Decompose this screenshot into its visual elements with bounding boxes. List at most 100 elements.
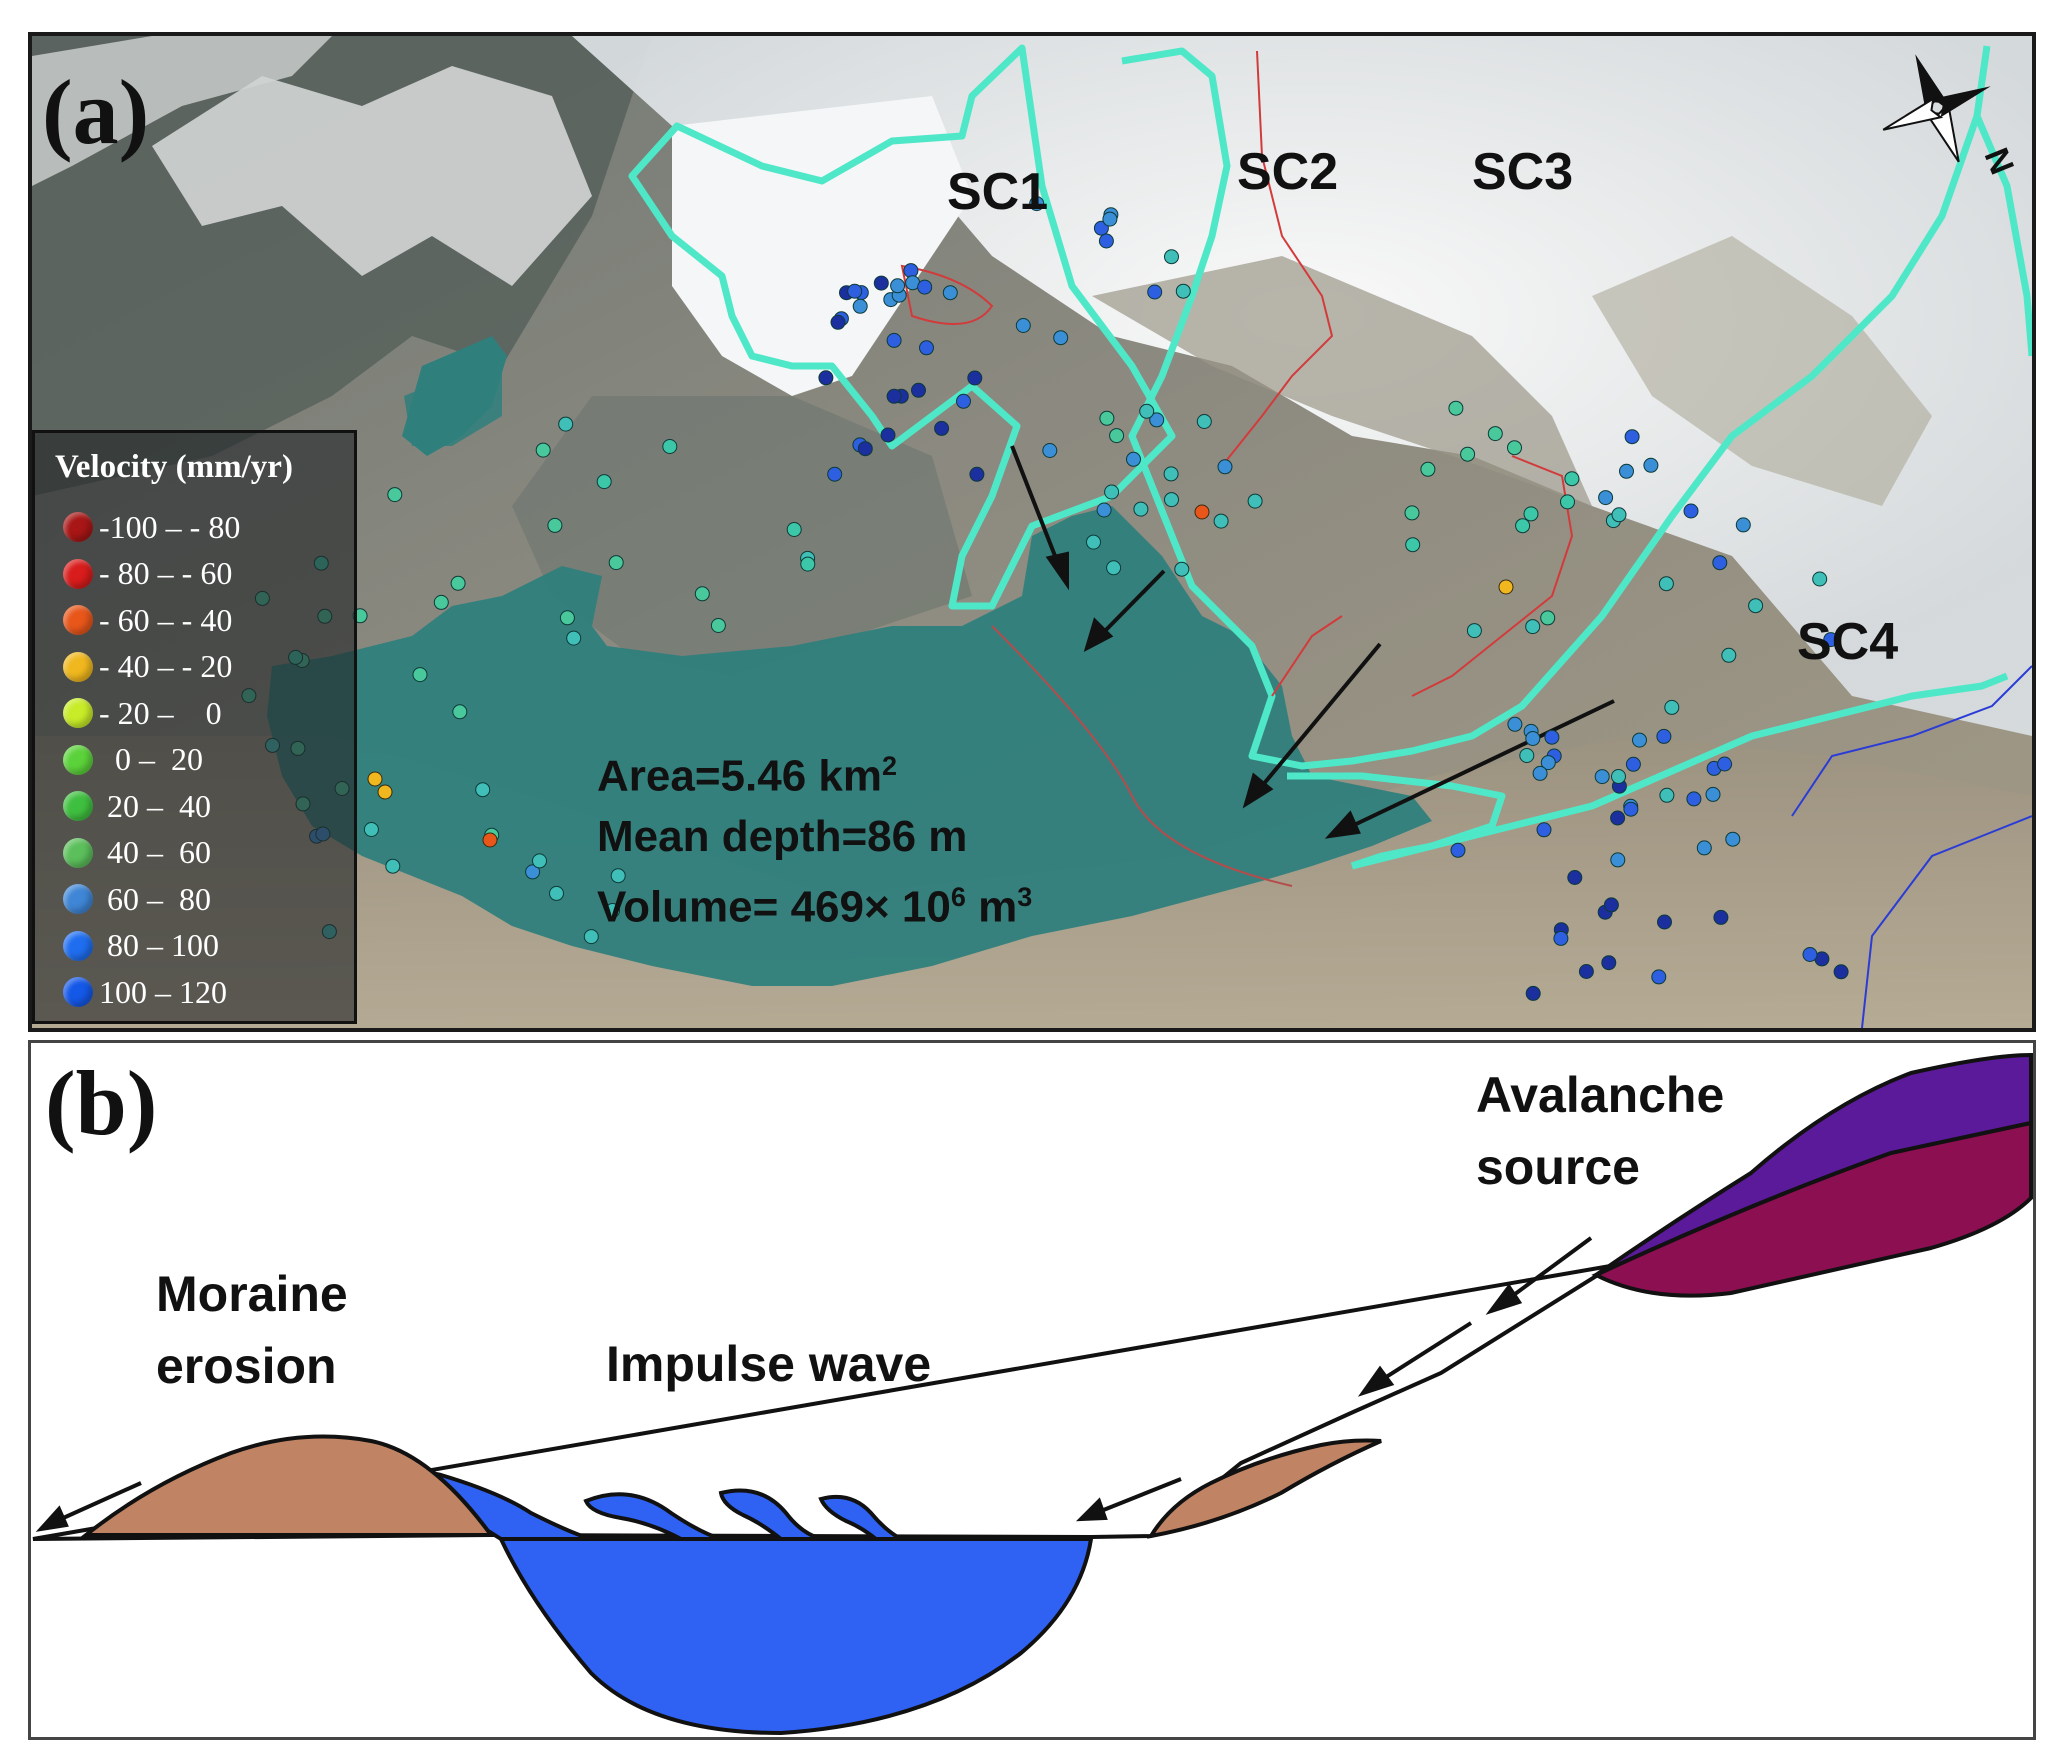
legend-label: -100 – - 80	[99, 508, 241, 545]
satellite-map: N	[32, 36, 2032, 1028]
velocity-point	[1802, 947, 1818, 962]
legend-row: - 40 – - 20	[63, 648, 233, 685]
velocity-point	[1611, 769, 1626, 784]
legend-row: -100 – - 80	[63, 509, 240, 545]
velocity-point	[412, 667, 428, 683]
velocity-point	[1525, 731, 1541, 746]
velocity-point	[482, 832, 498, 848]
velocity-point	[969, 466, 985, 482]
lake-statistics: Area=5.46 km2 Mean depth=86 m Volume= 46…	[597, 736, 1032, 937]
impulse-wave-schematic	[32, 1052, 2033, 1736]
velocity-point	[1102, 211, 1118, 227]
velocity-point	[1507, 716, 1523, 732]
velocity-point	[786, 522, 802, 537]
velocity-point	[549, 885, 564, 901]
blue-outlines	[1791, 665, 2032, 1028]
velocity-point	[1833, 964, 1849, 980]
velocity-point	[558, 416, 574, 432]
velocity-point	[800, 556, 816, 572]
legend-row: 20 – 40	[63, 788, 211, 824]
velocity-point	[710, 618, 726, 633]
velocity-point	[1686, 791, 1702, 807]
main-glacial-lake	[267, 506, 1432, 986]
velocity-point	[1460, 446, 1476, 462]
velocity-point	[387, 487, 403, 503]
velocity-point	[1611, 507, 1627, 523]
legend-label: 80 – 100	[99, 927, 219, 963]
velocity-point	[1625, 756, 1641, 772]
velocity-point	[852, 298, 868, 314]
velocity-point	[873, 275, 889, 291]
impulse-wave-label: Impulse wave	[606, 1336, 932, 1392]
velocity-point	[1578, 964, 1594, 979]
velocity-point	[547, 517, 563, 533]
velocity-point	[1164, 492, 1179, 508]
velocity-point	[1540, 755, 1556, 771]
velocity-point	[1598, 490, 1614, 506]
velocity-point	[377, 784, 393, 800]
velocity-point	[525, 864, 541, 880]
legend-swatch	[63, 698, 93, 728]
velocity-point	[818, 370, 834, 386]
velocity-point	[535, 442, 551, 458]
velocity-point	[1560, 494, 1575, 510]
lake-volume-line: Volume= 469× 106 m3	[597, 881, 1033, 932]
upper-lake-extent	[404, 356, 502, 446]
velocity-point	[1515, 518, 1531, 534]
velocity-point	[385, 858, 401, 874]
impulse-wave-finger-2	[718, 1488, 822, 1541]
red-outlines	[900, 50, 1574, 697]
velocity-point	[1713, 909, 1729, 925]
velocity-point	[1404, 505, 1420, 521]
velocity-point	[1656, 728, 1672, 744]
velocity-point	[1544, 729, 1560, 745]
legend-label: - 40 – - 20	[99, 648, 233, 684]
legend-swatch	[63, 558, 93, 589]
velocity-point	[1053, 330, 1069, 346]
legend-label: - 80 – - 60	[99, 555, 233, 591]
avalanche-source-label: Avalanche source	[1476, 1067, 1725, 1195]
velocity-point	[1139, 403, 1155, 419]
velocity-point	[1448, 400, 1464, 416]
velocity-point	[942, 285, 958, 301]
sc1-label: SC1	[947, 163, 1049, 221]
velocity-point	[956, 393, 971, 409]
velocity-point	[886, 332, 902, 348]
velocity-legend: Velocity (mm/yr) -100 – - 80- 80 – - 60-…	[32, 430, 357, 1024]
velocity-point	[1487, 426, 1503, 442]
legend-label: - 60 – - 40	[99, 601, 233, 638]
legend-swatch	[63, 977, 93, 1007]
velocity-point	[1104, 484, 1120, 500]
velocity-point	[1651, 969, 1667, 985]
velocity-point	[452, 704, 468, 720]
velocity-point	[1247, 493, 1263, 509]
velocity-point	[450, 575, 466, 591]
legend-swatch	[63, 930, 93, 961]
velocity-point	[1420, 461, 1436, 477]
legend-row: - 60 – - 40	[63, 602, 232, 638]
velocity-point	[1450, 842, 1466, 858]
north-arrow	[1882, 54, 1991, 163]
sc3-label: SC3	[1472, 143, 1574, 201]
snow-ridge-upper	[32, 36, 332, 186]
velocity-point	[1735, 517, 1751, 533]
velocity-point	[1643, 457, 1659, 473]
sc1-outline	[628, 44, 1176, 610]
velocity-point	[1624, 429, 1640, 445]
velocity-point	[1564, 471, 1580, 487]
velocity-point	[1632, 732, 1647, 748]
legend-label: 60 – 80	[99, 880, 211, 917]
panel-a-letter: (a)	[42, 61, 150, 163]
legend-label: 40 – 60	[99, 834, 211, 870]
velocity-point	[967, 370, 983, 386]
legend-row: 80 – 100	[63, 927, 219, 964]
legend-swatch	[63, 791, 93, 821]
lake-depth-line: Mean depth=86 m	[597, 811, 968, 861]
velocity-point	[1523, 506, 1539, 522]
velocity-point	[1823, 632, 1839, 648]
legend-row: 40 – 60	[63, 834, 211, 871]
velocity-point	[857, 441, 873, 457]
velocity-point	[1610, 852, 1626, 868]
snow-left-peaks	[152, 66, 592, 286]
velocity-point	[1721, 647, 1737, 663]
